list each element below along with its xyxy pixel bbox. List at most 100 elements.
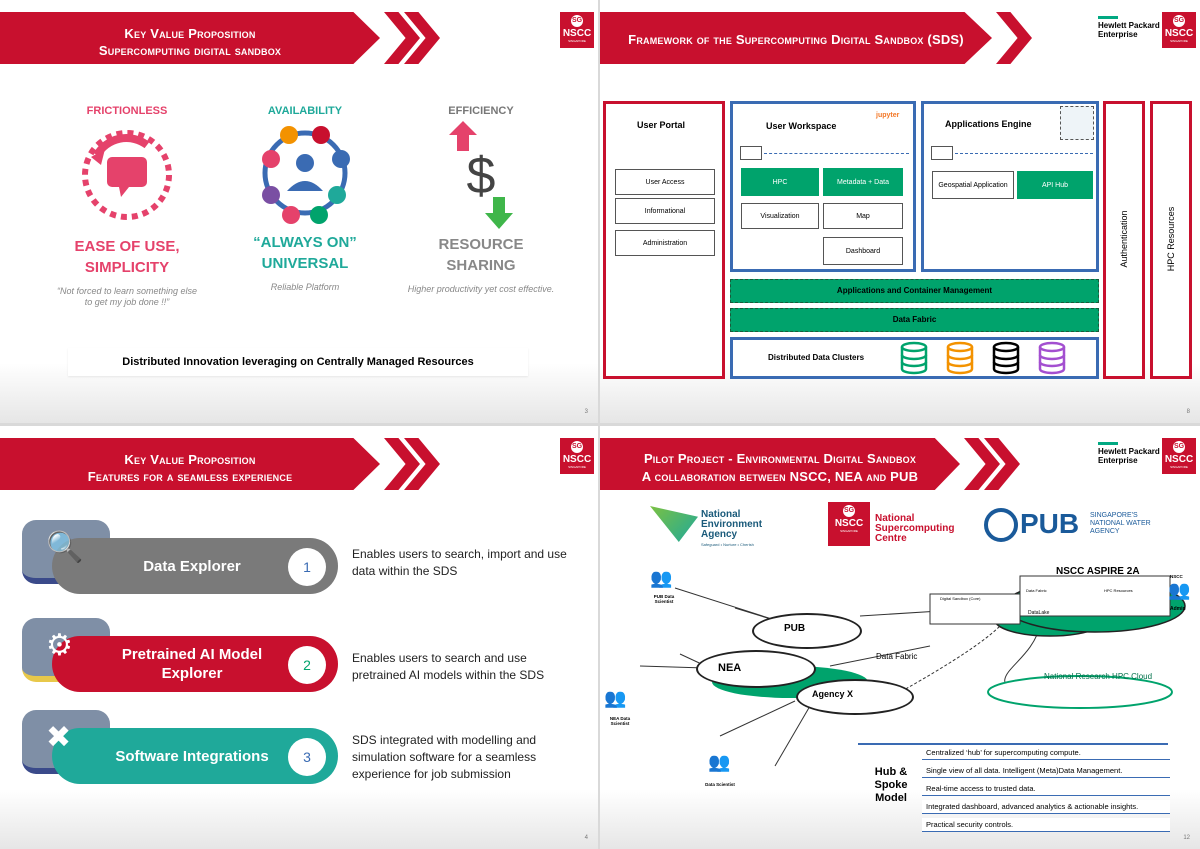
pub-tagline: SINGAPORE'S NATIONAL WATER AGENCY bbox=[1090, 512, 1151, 535]
data-scientist-label: Data Scientist bbox=[705, 782, 735, 787]
nea-scientist-icon: 👥 bbox=[604, 688, 627, 708]
agency-x-cloud bbox=[796, 679, 914, 715]
nscc-aspire-label: NSCC ASPIRE 2A bbox=[1056, 566, 1140, 577]
nea-logo: National Environment Agency bbox=[701, 509, 763, 540]
data-fabric-small-label: Data Fabric bbox=[1026, 588, 1047, 593]
administration-box: Administration bbox=[615, 230, 715, 256]
slide-header-banner: Pilot Project - Environmental Digital Sa… bbox=[600, 438, 1020, 490]
page-number: 8 bbox=[1186, 409, 1190, 415]
applications-container-management-bar: Applications and Container Management bbox=[730, 279, 1099, 303]
slide-subtitle: A collaboration between NSCC, NEA and PU… bbox=[641, 469, 919, 484]
admin-label: Admin bbox=[1170, 606, 1186, 612]
pretrained-ai-model-explorer-label: Pretrained AI Model Explorer bbox=[121, 646, 263, 682]
data-explorer-description: Enables users to search, import and use … bbox=[352, 547, 567, 578]
slide-subtitle: Features for a seamless experience bbox=[87, 469, 293, 484]
slide-features: Key Value Proposition Features for a sea… bbox=[0, 426, 598, 849]
pub-scientist-icon: 👥 bbox=[650, 568, 673, 588]
page-number: 4 bbox=[584, 835, 588, 841]
pub-logo: PUB bbox=[1020, 508, 1080, 539]
data-scientist-icon: 👥 bbox=[708, 752, 731, 772]
metadata-data-box: Metadata + Data bbox=[823, 168, 903, 196]
user-workspace-label: User Workspace bbox=[766, 121, 837, 131]
user-portal-label: User Portal bbox=[637, 120, 686, 130]
slide-header-banner: Key Value Proposition Features for a sea… bbox=[0, 438, 440, 490]
slide-sds-framework: Framework of the Supercomputing Digital … bbox=[600, 0, 1200, 423]
pretrained-ai-description: Enables users to search and use pretrain… bbox=[352, 651, 545, 682]
feature-software-integrations: Software Integrations 3 ✖ bbox=[22, 710, 338, 784]
svg-text:$: $ bbox=[467, 147, 496, 205]
visualization-box: Visualization bbox=[741, 203, 819, 229]
hub-row: Single view of all data. Intelligent (Me… bbox=[922, 764, 1170, 778]
gear-wrench-icon: ⚙ bbox=[46, 629, 73, 662]
pub-data-scientist-label: PUB Data Scientist bbox=[653, 594, 675, 604]
nea-leaf-logo bbox=[650, 506, 698, 542]
network-people-icon bbox=[262, 126, 350, 224]
map-box: Map bbox=[823, 203, 903, 229]
page-number: 3 bbox=[584, 409, 588, 415]
user-access-box: User Access bbox=[615, 169, 715, 195]
slide-header-banner: Framework of the Supercomputing Digital … bbox=[600, 12, 1032, 64]
hub-row: Practical security controls. bbox=[922, 818, 1170, 832]
hpc-box: HPC bbox=[741, 168, 819, 196]
feature-pretrained-ai-model-explorer: Pretrained AI Model Explorer 2 ⚙ bbox=[22, 618, 338, 692]
data-fabric-label: Data Fabric bbox=[876, 652, 918, 661]
availability-column: AVAILABILITY “ALWAYS ON”UNIVERSAL Reliab… bbox=[230, 105, 380, 293]
national-research-hpc-cloud-label: National Research HPC Cloud bbox=[1044, 672, 1153, 681]
nea-cloud bbox=[696, 650, 816, 688]
slide-header-banner: Key Value Proposition Supercomputing dig… bbox=[0, 12, 440, 64]
frictionless-column: FRICTIONLESS EASE OF USE,SIMPLICITY “Not… bbox=[56, 105, 198, 307]
tools-icon: ✖ bbox=[46, 721, 72, 754]
speech-bubble-icon bbox=[82, 130, 172, 220]
software-integrations-description: SDS integrated with modelling and simula… bbox=[352, 733, 537, 781]
applications-engine-label: Applications Engine bbox=[945, 119, 1032, 129]
feature-number: 2 bbox=[288, 646, 326, 684]
slide-title: Key Value Proposition bbox=[124, 26, 256, 41]
hpc-resources-small-label: HPC Resources bbox=[1104, 588, 1133, 593]
slide-subtitle: Supercomputing digital sandbox bbox=[98, 43, 282, 58]
puzzle-icon bbox=[931, 146, 953, 160]
informational-box: Informational bbox=[615, 198, 715, 224]
feature-number: 1 bbox=[288, 548, 326, 586]
slide-title: Framework of the Supercomputing Digital … bbox=[628, 32, 964, 47]
pub-logo-ring bbox=[984, 508, 1018, 542]
nea-data-scientist-label: NEA Data Scientist bbox=[609, 716, 631, 726]
jupyter-logo: jupyter bbox=[876, 112, 900, 119]
dashboard-box: Dashboard bbox=[823, 237, 903, 265]
puzzle-icon bbox=[740, 146, 762, 160]
digital-sandbox-label: Digital Sandbox (Core) bbox=[940, 596, 981, 601]
nea-tagline: Safeguard • Nurture • Cherish bbox=[701, 542, 754, 547]
nea-node-label: NEA bbox=[718, 662, 742, 674]
agency-x-node-label: Agency X bbox=[812, 689, 854, 699]
slide-key-value-proposition: Key Value Proposition Supercomputing dig… bbox=[0, 0, 598, 423]
hpc-resources-label: HPC Resources bbox=[1166, 206, 1176, 272]
hub-spoke-title: Hub & Spoke Model bbox=[874, 766, 908, 804]
data-explorer-label: Data Explorer bbox=[143, 557, 241, 575]
dollar-arrows-icon: $ bbox=[449, 121, 513, 229]
nscc-centre-name: National Supercomputing Centre bbox=[875, 513, 955, 544]
slide-title: Pilot Project - Environmental Digital Sa… bbox=[643, 451, 917, 466]
api-hub-box: API Hub bbox=[1017, 171, 1093, 199]
feature-number: 3 bbox=[288, 738, 326, 776]
nscc-admin-icon: 👥 bbox=[1168, 580, 1191, 600]
slide-pilot-project: Pilot Project - Environmental Digital Sa… bbox=[600, 426, 1200, 849]
nscc-person-label: NSCC bbox=[1170, 574, 1183, 579]
feature-data-explorer: Data Explorer 1 🔍 bbox=[22, 520, 338, 594]
hpc-resources-box bbox=[1150, 101, 1192, 379]
distributed-innovation-caption: Distributed Innovation leveraging on Cen… bbox=[68, 348, 528, 376]
authentication-label: Authentication bbox=[1119, 210, 1129, 268]
page-number: 12 bbox=[1183, 835, 1190, 841]
database-cylinders-icon bbox=[900, 341, 1066, 375]
distributed-data-clusters-label: Distributed Data Clusters bbox=[768, 353, 865, 362]
pub-node-label: PUB bbox=[784, 623, 806, 634]
document-search-icon: 🔍 bbox=[46, 531, 84, 564]
hub-row: Real-time access to trusted data. bbox=[922, 782, 1170, 796]
